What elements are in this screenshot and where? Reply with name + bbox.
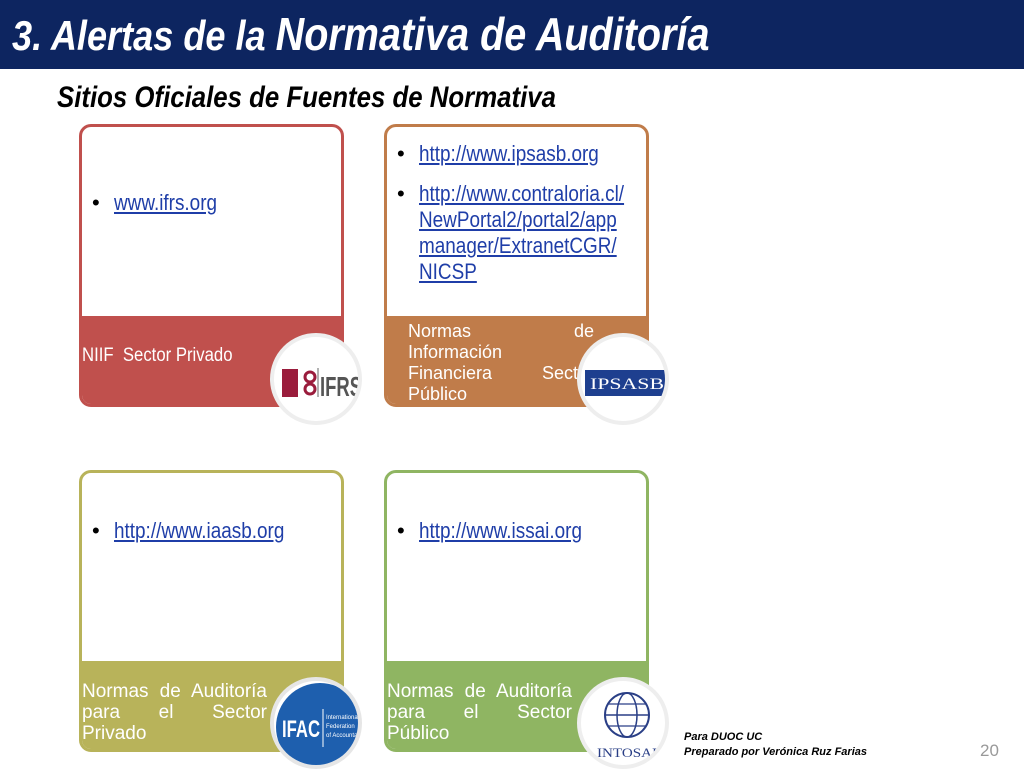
ifac-logo-icon: IFAC International Federation of Account… [276,683,362,765]
ipsasb-logo: IPSASB [577,333,669,425]
svg-text:IFRS: IFRS [320,371,362,402]
intosai-logo: INTOSAI [577,677,669,769]
title-bar [0,0,1024,69]
list-item: http://www.iaasb.org [88,518,335,544]
link-ipsasb[interactable]: http://www.ipsasb.org [419,141,599,166]
footer-label: Normas de Auditoría para el Sector Públi… [387,681,572,744]
intosai-logo-icon: INTOSAI [597,692,657,760]
page-number: 20 [980,741,999,760]
ifrs-logo-icon: IFRS [282,368,362,402]
ifrs-logo: IFRS [270,333,362,425]
svg-text:IFAC: IFAC [282,716,320,743]
card-auditoria-sector-privado: http://www.iaasb.org Normas de Auditoría… [79,470,344,752]
author-note: Para DUOC UC Preparado por Verónica Ruz … [684,730,867,760]
footer-word: Información [408,342,503,362]
svg-text:International: International [326,715,359,721]
list-item: http://www.contraloria.cl/ NewPortal2/po… [393,181,640,285]
slide-title: 3. Alertas de la Normativa de Auditoría [12,8,710,60]
footer-word: Normas [408,321,472,341]
link-ifrs[interactable]: www.ifrs.org [114,190,218,215]
footer-label: NIIF Sector Privado [82,345,233,366]
ifac-logo: IFAC International Federation of Account… [270,677,362,769]
author-line-1: Para DUOC UC [684,731,763,743]
footer-word: Financiera [408,363,493,383]
footer-word: de [573,321,594,341]
ipsasb-logo-icon: IPSASB [585,370,665,396]
footer-word: Público [408,384,468,404]
link-issai[interactable]: http://www.issai.org [419,518,582,543]
svg-text:Federation: Federation [326,724,355,730]
card-niif-sector-publico: http://www.ipsasb.org http://www.contral… [384,124,649,407]
list-item: www.ifrs.org [88,190,335,216]
svg-text:IPSASB: IPSASB [590,376,664,393]
link-iaasb[interactable]: http://www.iaasb.org [114,518,285,543]
svg-text:of Accountants: of Accountants [326,733,362,739]
slide-subtitle: Sitios Oficiales de Fuentes de Normativa [57,81,556,114]
svg-text:INTOSAI: INTOSAI [597,745,657,760]
list-item: http://www.ipsasb.org [393,141,640,167]
footer-label: Normas de Auditoría para el Sector Priva… [82,681,267,744]
list-item: http://www.issai.org [393,518,640,544]
author-line-2: Preparado por Verónica Ruz Farias [684,746,867,758]
link-contraloria[interactable]: http://www.contraloria.cl/ NewPortal2/po… [419,181,625,284]
